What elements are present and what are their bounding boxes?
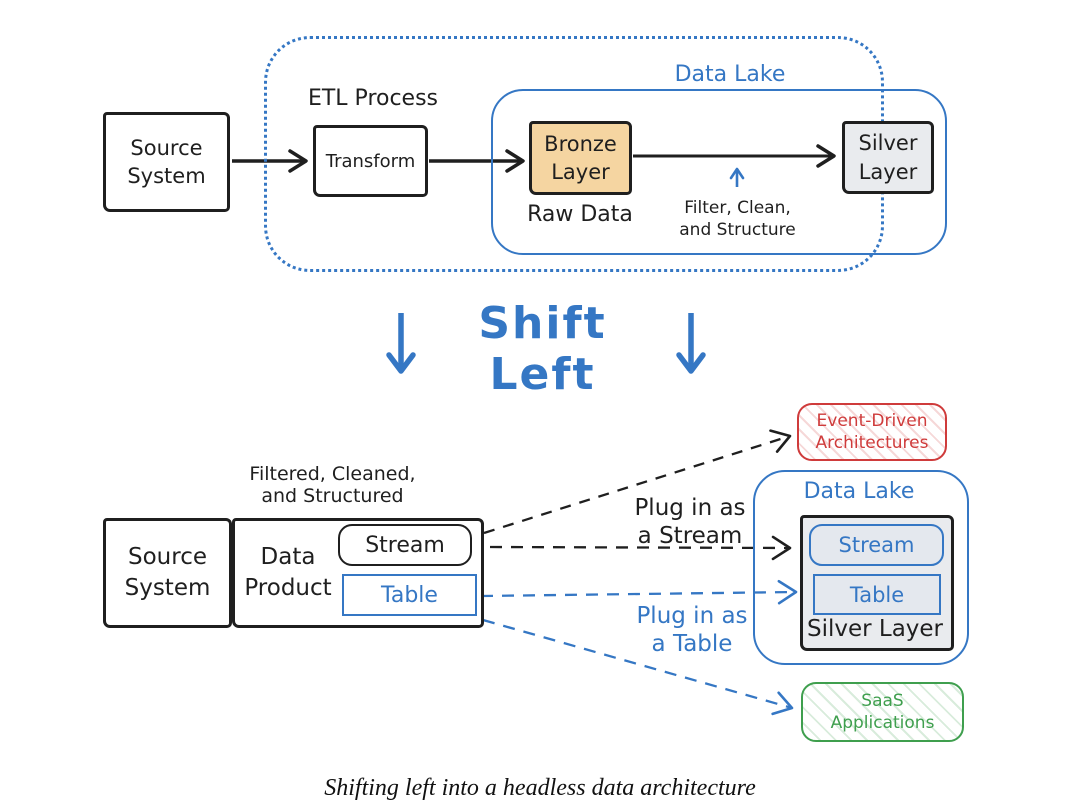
top-data-lake-label: Data Lake — [674, 61, 786, 87]
raw-data-label: Raw Data — [527, 201, 633, 227]
saas-applications-box: SaaS Applications — [801, 682, 964, 742]
top-source-system-box: Source System — [103, 112, 230, 212]
arrow-stream-to-event-driven — [483, 429, 792, 535]
figure-caption: Shifting left into a headless data archi… — [324, 774, 756, 801]
filter-clean-note: Filter, Clean, and Structure — [679, 197, 796, 240]
data-product-label: Data Product — [244, 543, 332, 601]
top-silver-layer-box: Silver Layer — [842, 121, 934, 194]
bottom-data-lake-container — [753, 470, 969, 665]
bottom-source-system-box: Source System — [103, 518, 232, 628]
stream-chip: Stream — [338, 524, 472, 566]
bottom-data-lake-label: Data Lake — [803, 478, 915, 504]
event-driven-box: Event-Driven Architectures — [797, 403, 947, 461]
plug-in-table-label: Plug in as a Table — [636, 602, 748, 657]
table-chip: Table — [342, 574, 477, 616]
dl-table-chip: Table — [813, 574, 941, 615]
arrow-table-to-dl-table — [480, 579, 798, 605]
arrow-table-to-saas — [482, 618, 794, 716]
bronze-layer-box: Bronze Layer — [529, 121, 632, 195]
dl-stream-chip: Stream — [809, 524, 944, 566]
shift-left-label: Shift Left — [478, 298, 607, 400]
top-data-lake-container — [491, 89, 947, 255]
transform-box: Transform — [313, 125, 428, 197]
arrow-stream-to-dl-stream — [489, 535, 792, 561]
silver-layer-label: Silver Layer — [806, 616, 944, 642]
etl-process-label: ETL Process — [307, 85, 439, 111]
filtered-cleaned-note: Filtered, Cleaned, and Structured — [249, 463, 416, 507]
plug-in-stream-label: Plug in as a Stream — [634, 494, 746, 549]
